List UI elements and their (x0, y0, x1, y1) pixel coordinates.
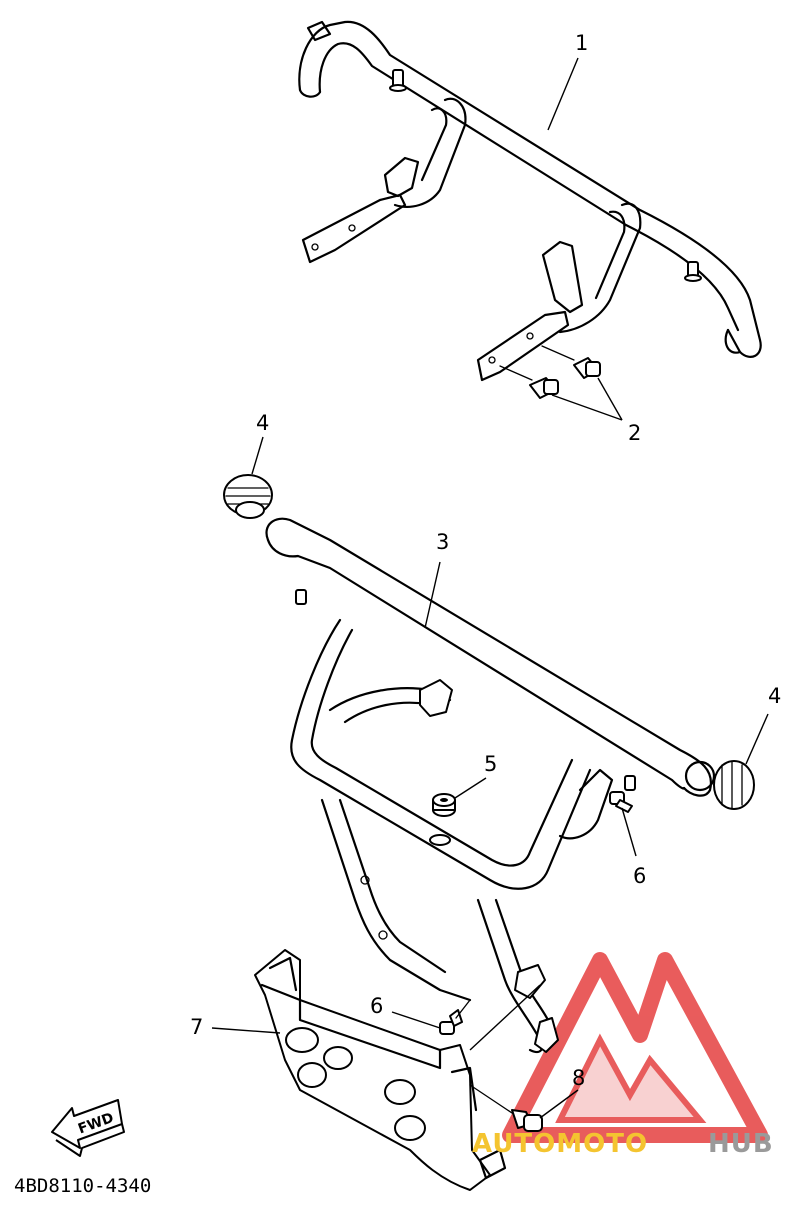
watermark-text: AUTOMOTO HUB (472, 1129, 774, 1159)
leader-lines (211, 57, 769, 1119)
callout-2: 2 (628, 421, 641, 445)
callout-6-lower: 6 (370, 994, 383, 1018)
part-6-bolt-lower (439, 999, 471, 1035)
callout-7: 7 (190, 1015, 203, 1039)
callout-4-left: 4 (256, 411, 269, 435)
fwd-arrow-icon: FWD (51, 1099, 125, 1157)
part-3-front-guard (265, 517, 716, 1054)
callout-1: 1 (575, 31, 588, 55)
diagram-code: 4BD8110-4340 (14, 1175, 151, 1197)
callout-4-right: 4 (768, 684, 781, 708)
part-2-bolts (499, 345, 601, 399)
part-5-collar (432, 793, 456, 817)
callout-5: 5 (484, 752, 497, 776)
watermark-part1: AUTOMOTO (472, 1129, 648, 1159)
callout-6-upper: 6 (633, 864, 646, 888)
part-8-bolt (469, 1084, 543, 1132)
watermark-logo (502, 952, 768, 1143)
watermark-part2: HUB (708, 1129, 774, 1159)
part-6-bolt-upper (609, 791, 633, 813)
part-4-cap-right (713, 760, 755, 810)
callout-3: 3 (436, 530, 449, 554)
part-1-rear-guard (298, 20, 762, 382)
part-7-skid-plate (254, 949, 507, 1191)
callout-8: 8 (572, 1066, 585, 1090)
part-4-cap-left (223, 474, 273, 519)
